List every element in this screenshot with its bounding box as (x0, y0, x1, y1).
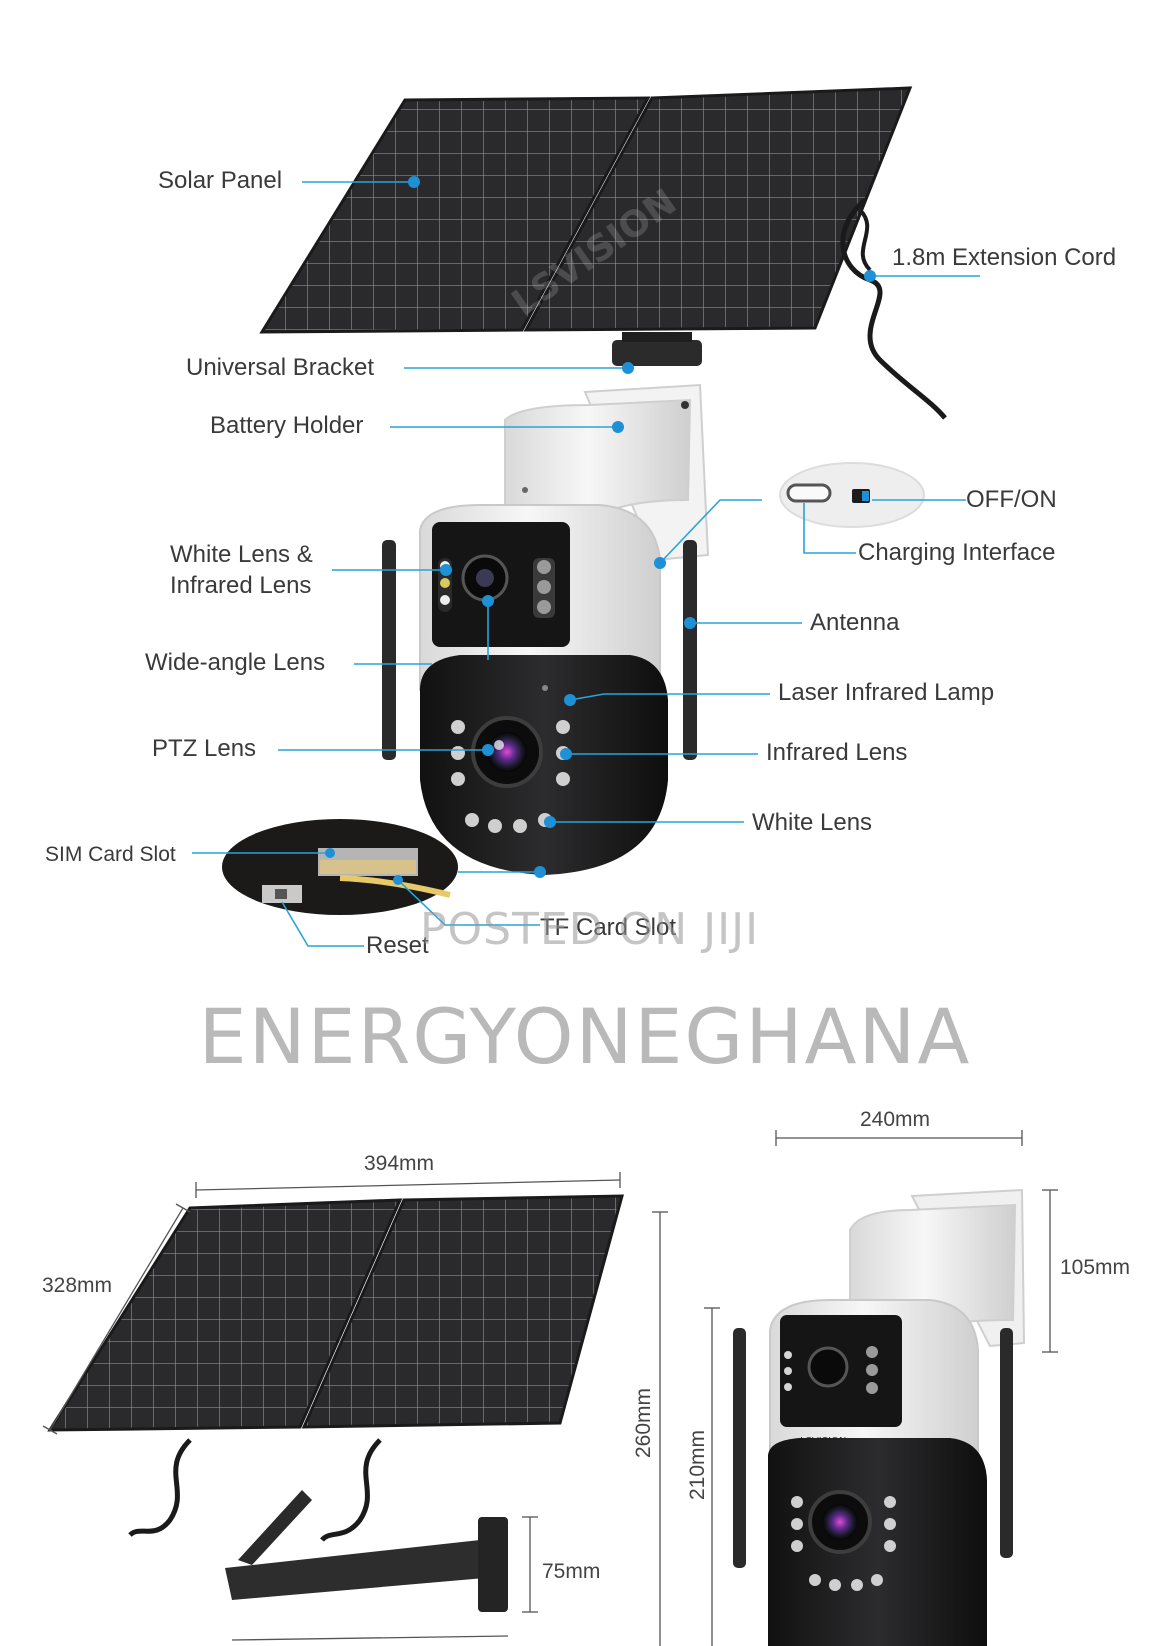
watermark-seller: ENERGYONEGHANA (198, 992, 972, 1081)
charging-inset (779, 462, 925, 528)
universal-bracket (612, 340, 702, 366)
sim-card-inset (222, 819, 458, 915)
dimension-lines (42, 1130, 1058, 1646)
label-antenna: Antenna (810, 609, 900, 636)
label-universal-bracket: Universal Bracket (186, 354, 375, 381)
label-extension-cord: 1.8m Extension Cord (892, 244, 1117, 271)
label-charging-interface: Charging Interface (858, 539, 1056, 566)
antenna-left (382, 540, 396, 760)
dim-total-height: 260mm (632, 1387, 655, 1458)
label-ptz-lens: PTZ Lens (152, 735, 257, 762)
extension-cord (840, 198, 947, 420)
dim-camera-height: 210mm (686, 1429, 709, 1500)
label-white-lens: White Lens (752, 809, 873, 836)
camera-top: LSVISION (382, 383, 710, 875)
bracket-bottom (225, 1490, 508, 1612)
label-white-infrared-lens-line2: Infrared Lens (170, 572, 312, 599)
solar-panel-top (259, 86, 913, 334)
label-infrared-lens: Infrared Lens (766, 739, 908, 766)
label-tf-card-slot: TF Card Slot (540, 914, 677, 941)
label-solar-panel: Solar Panel (158, 167, 283, 194)
label-wide-angle-lens: Wide-angle Lens (145, 649, 326, 676)
callout-dots (325, 176, 876, 885)
label-white-infrared-lens-line1: White Lens & (170, 541, 313, 568)
camera-bottom: LSVISION (733, 1188, 1026, 1646)
callout-lines (192, 181, 980, 947)
label-reset: Reset (366, 932, 429, 959)
dim-bracket-height: 75mm (542, 1560, 601, 1583)
dim-camera-width: 240mm (860, 1108, 931, 1131)
dim-holder-height: 105mm (1060, 1256, 1131, 1279)
dim-panel-height: 328mm (42, 1274, 113, 1297)
label-off-on: OFF/ON (966, 486, 1057, 513)
dim-panel-width: 394mm (364, 1152, 435, 1175)
antenna-right (683, 540, 697, 760)
label-sim-card-slot: SIM Card Slot (45, 843, 176, 866)
solar-panel-bottom (47, 1194, 624, 1542)
label-battery-holder: Battery Holder (210, 412, 364, 439)
label-laser-infrared-lamp: Laser Infrared Lamp (778, 679, 995, 706)
watermark-posted: POSTED ON JIJI (420, 904, 760, 955)
